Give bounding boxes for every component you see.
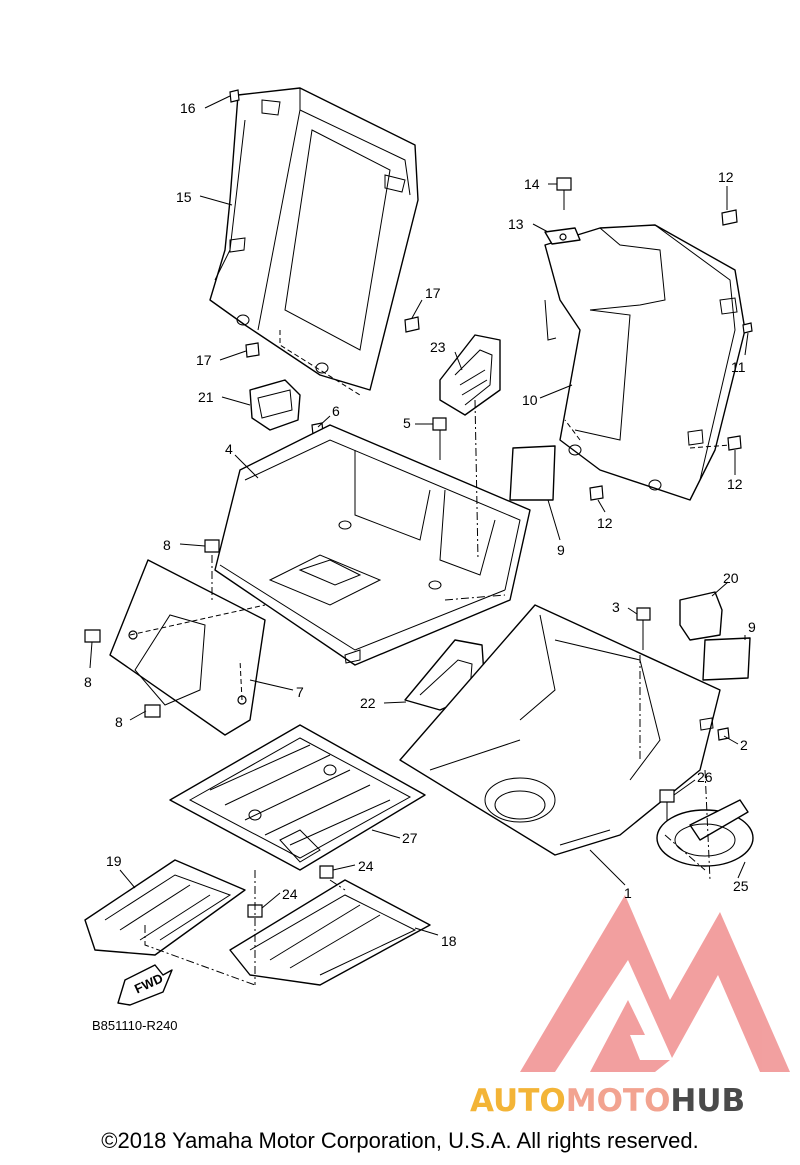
forward-arrow: FWD — [117, 964, 173, 1006]
callout-16: 16 — [180, 100, 196, 116]
watermark-hub: HUB — [670, 1083, 746, 1119]
part-13-bracket — [544, 227, 581, 245]
part-3-clip — [636, 607, 651, 650]
callout-7: 7 — [296, 684, 304, 700]
callout-10: 10 — [522, 392, 538, 408]
callout-1: 1 — [624, 885, 632, 901]
callout-leaders — [89, 95, 749, 936]
callout-23: 23 — [430, 339, 446, 355]
callout-5: 5 — [403, 415, 411, 431]
alignment-lines — [129, 330, 731, 986]
part-5-clip — [432, 417, 447, 460]
part-15-rear-panel — [209, 87, 419, 391]
callout-20: 20 — [723, 570, 739, 586]
callout-12: 12 — [718, 169, 734, 185]
callout-8: 8 — [163, 537, 171, 553]
callout-18: 18 — [441, 933, 457, 949]
part-24-clips — [247, 865, 334, 918]
upper-floor-tub — [214, 424, 531, 666]
callout-6: 6 — [332, 403, 340, 419]
callout-9: 9 — [748, 619, 756, 635]
part-20-bracket — [679, 591, 723, 641]
watermark-moto: MOTO — [565, 1083, 671, 1119]
callout-3: 3 — [612, 599, 620, 615]
part-8-screws — [84, 539, 220, 718]
part-27-frame — [169, 724, 426, 871]
callout-11: 11 — [731, 359, 746, 375]
callout-14: 14 — [524, 176, 540, 192]
callout-25: 25 — [733, 878, 749, 894]
watermark-text: AUTOMOTOHUB — [470, 1083, 745, 1119]
callout-24: 24 — [282, 886, 298, 902]
part-23-grab-handle — [439, 334, 501, 416]
part-18-skid-plate — [229, 879, 431, 986]
part-11-nut — [742, 322, 753, 334]
diagram-code: B851110-R240 — [92, 1018, 178, 1033]
callout-labels: 16 15 17 17 23 21 6 5 4 14 13 12 11 10 1… — [84, 100, 756, 949]
callout-12: 12 — [727, 476, 743, 492]
watermark-auto: AUTO — [470, 1083, 566, 1119]
callout-12: 12 — [597, 515, 613, 531]
callout-26: 26 — [697, 769, 713, 785]
callout-24: 24 — [358, 858, 374, 874]
callout-8: 8 — [115, 714, 123, 730]
part-10-side-panel — [544, 224, 746, 501]
callout-9: 9 — [557, 542, 565, 558]
part-7-front-panel — [109, 559, 266, 736]
callout-13: 13 — [508, 216, 524, 232]
callout-8: 8 — [84, 674, 92, 690]
callout-19: 19 — [106, 853, 122, 869]
part-19-skid-plate — [84, 859, 246, 956]
callout-15: 15 — [176, 189, 192, 205]
callout-27: 27 — [402, 830, 418, 846]
part-9-pad — [509, 445, 751, 681]
copyright-notice: ©2018 Yamaha Motor Corporation, U.S.A. A… — [101, 1128, 699, 1153]
automotohub-logo — [520, 895, 790, 1072]
part-12-clips — [589, 209, 742, 501]
part-25-cover — [656, 799, 754, 867]
callout-4: 4 — [225, 441, 233, 457]
callout-2: 2 — [740, 737, 748, 753]
part-16-nut — [229, 89, 240, 103]
callout-22: 22 — [360, 695, 376, 711]
callout-17: 17 — [425, 285, 441, 301]
callout-17: 17 — [196, 352, 212, 368]
callout-21: 21 — [198, 389, 214, 405]
part-17-clips — [245, 316, 420, 358]
part-14-bolt — [556, 177, 572, 210]
part-21-bracket — [249, 379, 301, 431]
